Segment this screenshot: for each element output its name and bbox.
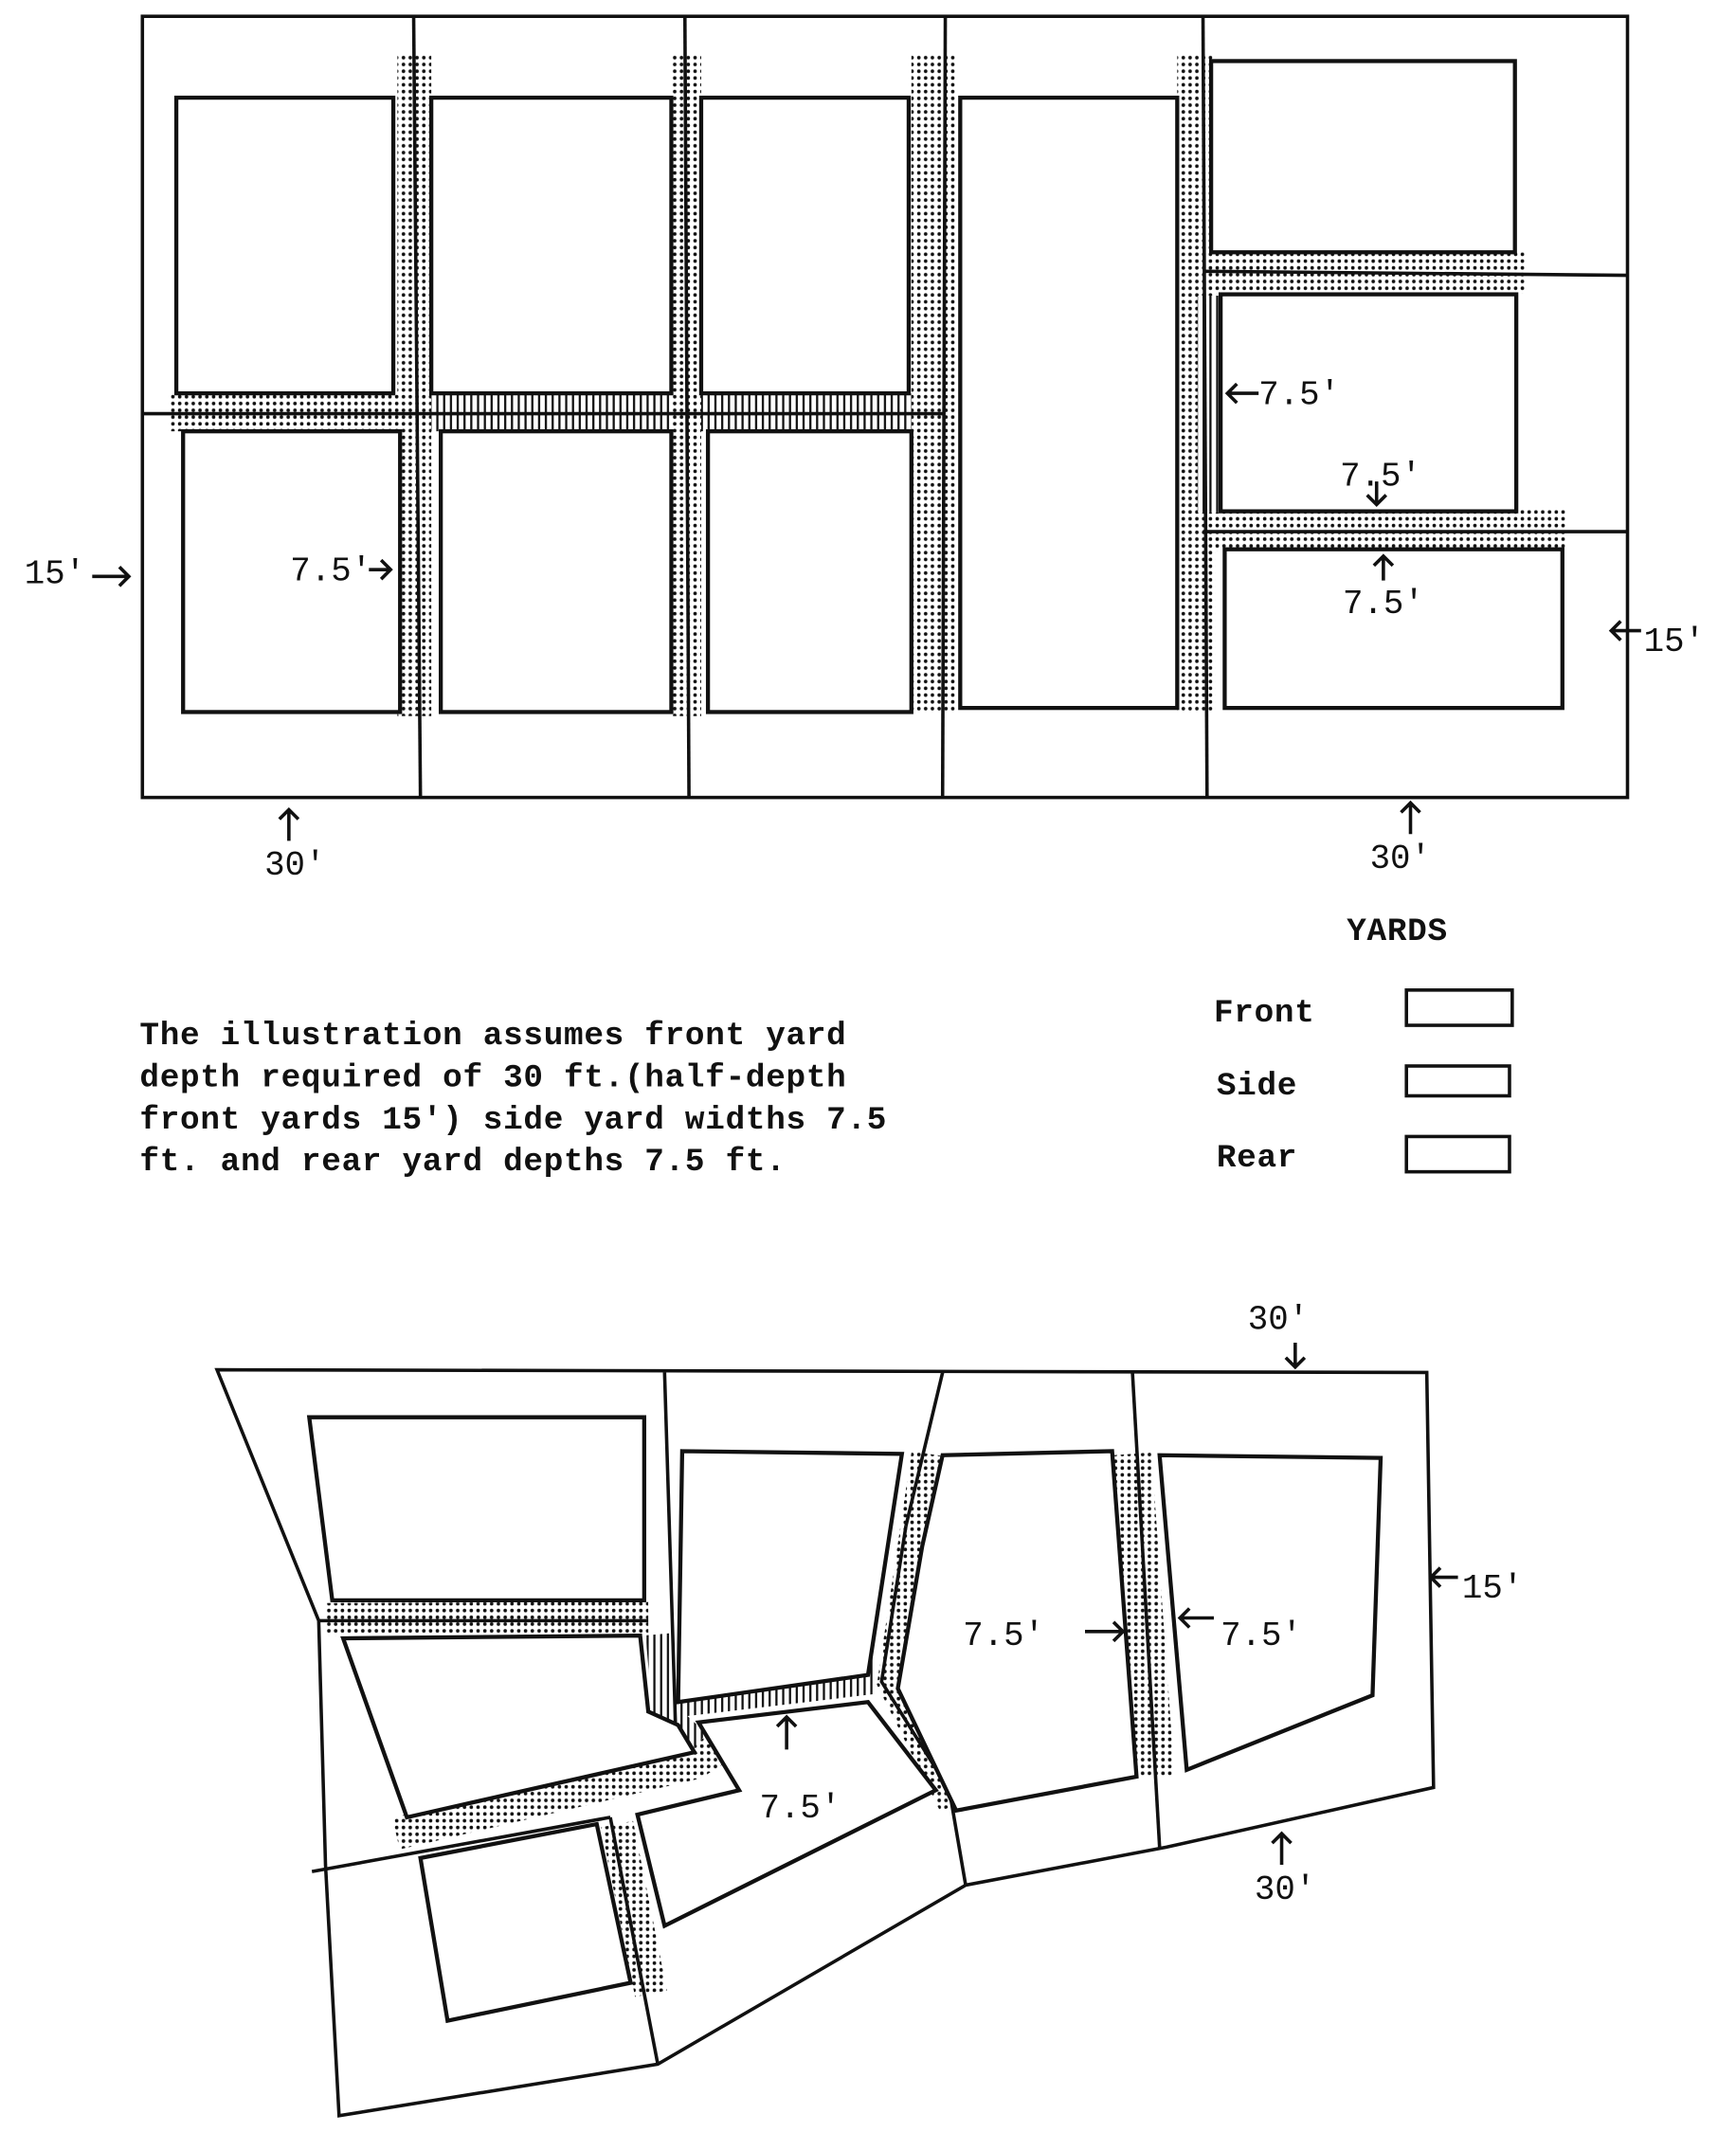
- legend-swatch-rear: [1404, 1134, 1511, 1174]
- lot-lines: [142, 16, 1628, 798]
- note-line: The illustration assumes front yard: [139, 1018, 846, 1055]
- bottom-block-plan: 30' 15' 7.5' 7.5' 7.5' 30': [214, 1301, 1523, 2118]
- legend-swatch-side: [1404, 1064, 1511, 1098]
- lot-lines: [311, 1372, 1162, 2065]
- front-yard-area: [214, 1367, 1436, 2118]
- legend-label-side: Side: [1217, 1068, 1297, 1105]
- dimension-label: 30': [264, 846, 325, 885]
- explanatory-note: The illustration assumes front yard dept…: [139, 1018, 887, 1181]
- front-yard-area: [140, 14, 1630, 800]
- buildable-areas: [173, 59, 1564, 714]
- dimension-label: 7.5': [1258, 376, 1340, 415]
- dimension-label: 7.5': [1343, 585, 1424, 623]
- dimension-label: 15': [25, 554, 85, 593]
- dimension-label: 7.5': [963, 1617, 1044, 1655]
- dimension-label: 30': [1248, 1301, 1309, 1340]
- dimension-label: 7.5': [290, 552, 371, 591]
- legend: YARDS Front Side Rear: [1214, 913, 1514, 1177]
- dimension-label: 7.5': [1221, 1617, 1302, 1655]
- dimension-label: 15': [1644, 623, 1705, 661]
- note-line: depth required of 30 ft.(half-depth: [139, 1059, 846, 1096]
- note-line: front yards 15') side yard widths 7.5: [139, 1102, 887, 1139]
- dimension-label: 30': [1370, 840, 1431, 878]
- legend-label-front: Front: [1214, 995, 1315, 1032]
- dimension-label: 15': [1462, 1569, 1523, 1608]
- dimension-label: 7.5': [760, 1789, 841, 1828]
- buildable-areas: [306, 1415, 1383, 2024]
- dimension-label: 7.5': [1340, 457, 1421, 496]
- legend-title: YARDS: [1347, 913, 1448, 950]
- dimension-arrows: [92, 382, 1641, 841]
- top-block-plan: 15' 7.5' 30' 30' 15' 7.5' 7.5' 7.5': [25, 14, 1705, 885]
- dimension-label: 30': [1255, 1870, 1315, 1909]
- dimension-arrows: [775, 1342, 1458, 1866]
- legend-label-rear: Rear: [1217, 1140, 1297, 1177]
- note-line: ft. and rear yard depths 7.5 ft.: [139, 1144, 786, 1181]
- legend-swatch-front: [1404, 988, 1514, 1027]
